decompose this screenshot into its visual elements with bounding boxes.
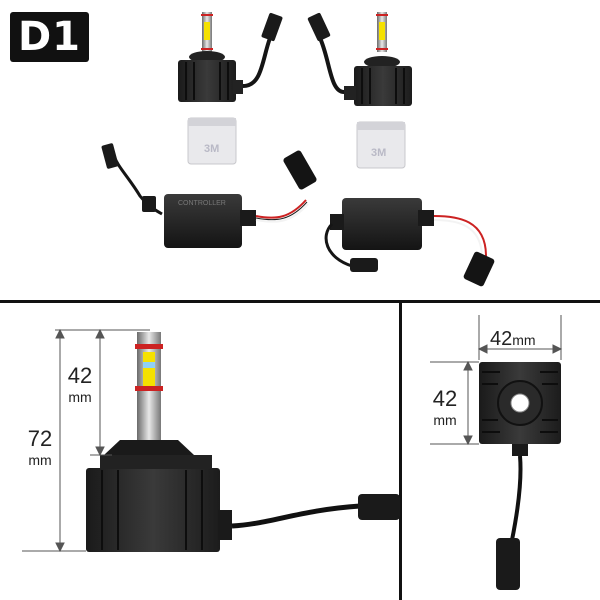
dimension-unit: mm	[68, 389, 92, 405]
control-box-right	[324, 198, 495, 287]
dimension-value: 42	[432, 386, 458, 411]
dimension-rear-width: 42mm	[490, 328, 536, 351]
sticker-logo-right: 3M	[371, 147, 386, 159]
control-box-left	[101, 143, 317, 248]
led-chip	[204, 22, 210, 40]
dimension-rear-height: 42 mm	[428, 386, 462, 428]
bulb-rear-view	[479, 362, 561, 590]
dimension-lines-rear	[430, 315, 563, 446]
connector	[261, 12, 283, 42]
heatsink	[178, 60, 236, 102]
bulb-right	[307, 12, 412, 106]
bulb-lens	[510, 393, 530, 413]
dimension-total-height: 72 mm	[24, 428, 56, 467]
dimension-value: 42	[490, 328, 513, 350]
dimension-unit: mm	[433, 412, 457, 428]
dimension-unit: mm	[28, 452, 52, 468]
side-connector	[358, 494, 400, 520]
bulb-side-view	[86, 332, 400, 552]
dimension-bulb-height: 42 mm	[64, 363, 96, 405]
vertical-divider	[399, 302, 402, 600]
side-heatsink	[86, 468, 220, 552]
sticker-logo-left: 3M	[204, 143, 219, 155]
dimension-value: 42	[67, 363, 93, 388]
horizontal-divider	[0, 300, 600, 303]
dimension-lines-side	[22, 328, 150, 553]
bulb-left	[178, 12, 283, 102]
led-chip-yellow	[143, 352, 155, 386]
dimension-unit: mm	[512, 332, 536, 348]
adhesive-sticker-left	[187, 117, 237, 165]
control-box-label-left: CONTROLLER	[178, 200, 226, 207]
model-badge: D1	[10, 12, 89, 62]
dimension-value: 72	[27, 426, 53, 451]
adhesive-sticker-right	[356, 121, 406, 169]
model-badge-label: D1	[17, 14, 82, 60]
rear-connector	[496, 538, 520, 590]
